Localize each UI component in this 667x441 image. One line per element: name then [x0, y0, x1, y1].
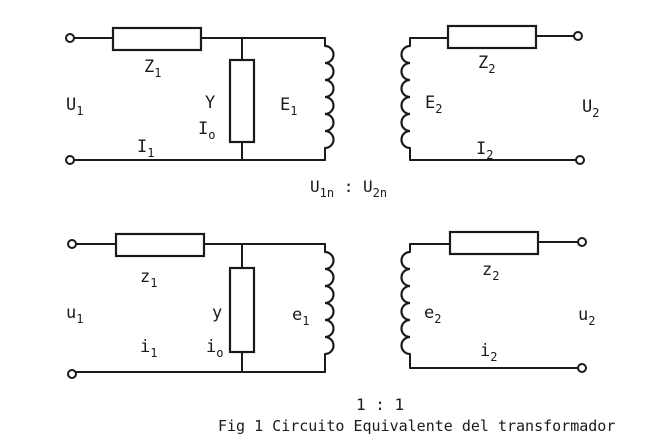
- primary-winding-E1: [324, 44, 335, 150]
- label-E1: E1: [280, 95, 297, 118]
- secondary-winding-E2: [400, 44, 411, 150]
- label-e2: e2: [424, 303, 441, 326]
- primary-winding-e1: [324, 250, 335, 356]
- figure-caption: Fig 1 Circuito Equivalente del transform…: [218, 417, 615, 435]
- label-y: y: [212, 303, 222, 323]
- impedance-Z1: [111, 26, 203, 52]
- terminal-bottom-right-lower: [577, 363, 587, 373]
- label-Io: Io: [198, 119, 215, 142]
- label-io: io: [206, 337, 223, 360]
- label-i2: i2: [480, 341, 497, 364]
- turns-ratio-top: U1n : U2n: [310, 177, 387, 200]
- label-e1: e1: [292, 305, 309, 328]
- terminal-top-left-upper: [65, 33, 75, 43]
- label-Z1: Z1: [144, 57, 161, 80]
- label-z2: z2: [482, 260, 499, 283]
- impedance-z1: [114, 232, 206, 258]
- bottom-circuit: z1 u1 y io e1 i1 e2 z2 u2 i2 1 : 1: [66, 230, 595, 414]
- label-u2: u2: [578, 305, 595, 328]
- impedance-z2: [448, 230, 540, 256]
- label-U1: U1: [66, 95, 83, 118]
- label-I2: I2: [476, 139, 493, 162]
- secondary-winding-e2: [400, 250, 411, 356]
- terminal-bottom-left-lower: [67, 369, 77, 379]
- terminal-top-right-lower: [575, 155, 585, 165]
- terminal-bottom-right-upper: [577, 237, 587, 247]
- top-circuit: Z1 U1 Y Io E1 I1 E2 Z2 U2 I2 U1n : U2n: [65, 24, 599, 200]
- terminal-bottom-left-upper: [67, 239, 77, 249]
- label-I1: I1: [137, 137, 154, 160]
- label-i1: i1: [140, 337, 157, 360]
- label-U2: U2: [582, 97, 599, 120]
- turns-ratio-bottom: 1 : 1: [356, 395, 404, 414]
- label-Y: Y: [205, 93, 215, 113]
- terminal-top-right-upper: [573, 31, 583, 41]
- admittance-y: [228, 266, 256, 354]
- label-z1: z1: [140, 267, 157, 290]
- label-u1: u1: [66, 303, 83, 326]
- label-E2: E2: [425, 93, 442, 116]
- impedance-Z2: [446, 24, 538, 50]
- terminal-top-left-lower: [65, 155, 75, 165]
- admittance-Y: [228, 58, 256, 144]
- label-Z2: Z2: [478, 53, 495, 76]
